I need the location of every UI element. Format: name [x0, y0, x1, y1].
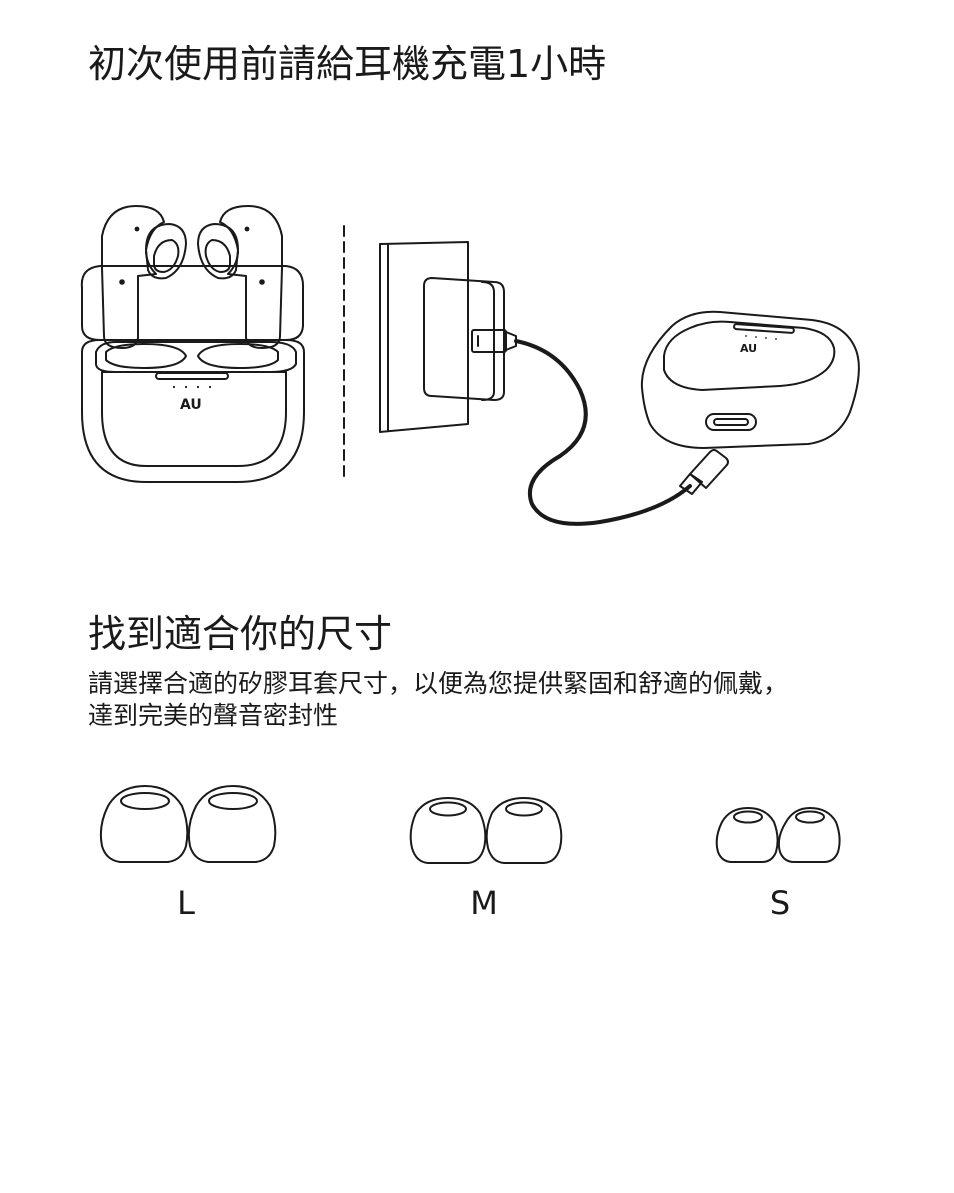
earbuds-open-case-icon: AU — [80, 205, 305, 483]
wall-adapter-icon — [379, 241, 517, 433]
charge-heading: 初次使用前請給耳機充電1小時 — [88, 42, 607, 86]
ear-tip-large-left — [99, 785, 189, 863]
closed-charging-case-icon: AU — [640, 310, 860, 449]
ear-tip-medium-pair — [409, 797, 563, 864]
fit-description: 請選擇合適的矽膠耳套尺寸，以便為您提供緊固和舒適的佩戴， 達到完美的聲音密封性 — [88, 668, 868, 732]
ear-tips-illustration: L M S — [99, 785, 841, 922]
ear-tip-medium-left — [409, 797, 487, 864]
ear-tip-label-small: S — [770, 884, 790, 922]
ear-tip-label-medium: M — [470, 884, 498, 922]
ear-tip-label-large: L — [177, 884, 195, 922]
ear-tip-small-right — [777, 807, 841, 863]
charging-illustration: AU — [80, 205, 860, 526]
ear-tip-large-pair — [99, 785, 277, 863]
closed-case-logo-au: AU — [740, 342, 757, 355]
ear-tip-small-pair — [715, 807, 841, 863]
fit-description-line2: 達到完美的聲音密封性 — [88, 701, 339, 730]
ear-tip-medium-right — [485, 797, 563, 864]
fit-description-line1: 請選擇合適的矽膠耳套尺寸，以便為您提供緊固和舒適的佩戴， — [88, 669, 789, 698]
ear-tip-large-right — [187, 785, 277, 863]
fit-heading: 找到適合你的尺寸 — [88, 612, 393, 656]
usb-c-plug — [679, 449, 729, 495]
case-logo-au: AU — [180, 397, 202, 413]
ear-tip-small-left — [715, 807, 779, 863]
usb-c-cable-icon — [514, 339, 692, 526]
